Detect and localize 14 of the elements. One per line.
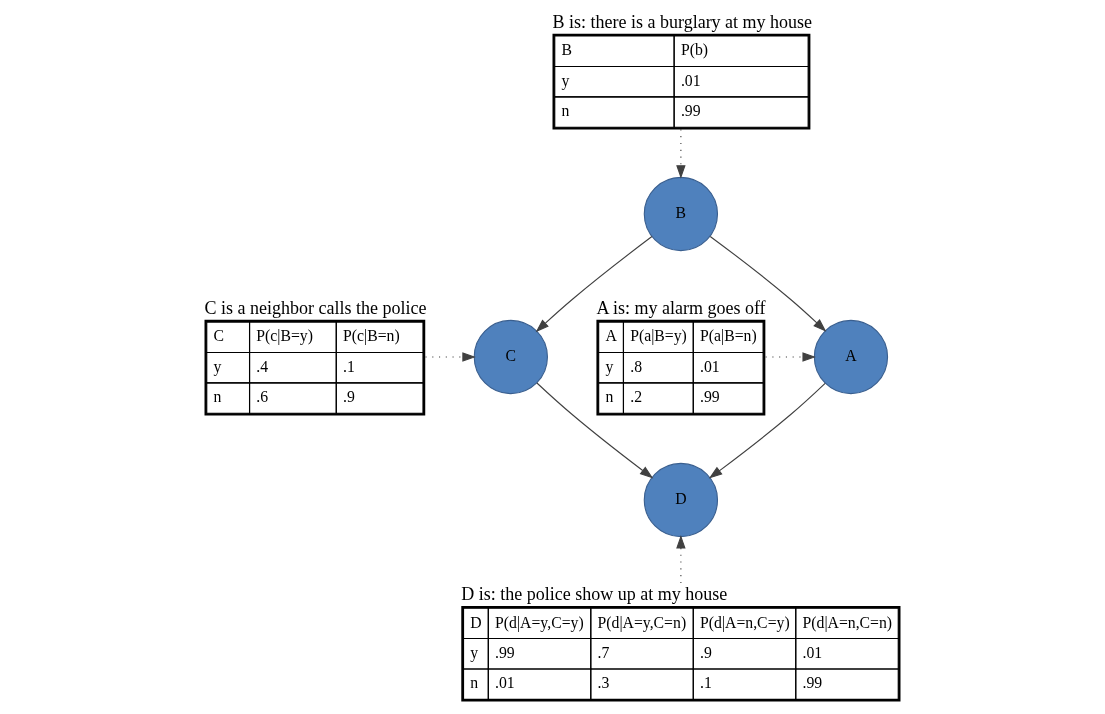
node-circle: D — [643, 462, 719, 538]
arrow — [676, 128, 686, 179]
arrow — [708, 382, 826, 479]
arrow — [709, 235, 827, 332]
node-label: B is: there is a burglary at my house — [552, 11, 813, 32]
arrow — [535, 236, 653, 333]
arrow — [424, 352, 476, 362]
node-label: C is a neighbor calls the police — [204, 297, 427, 318]
arrow — [676, 534, 686, 586]
node-label: A is: my alarm goes off — [596, 297, 766, 318]
arrow — [765, 352, 816, 362]
node-label: D is: the police show up at my house — [461, 584, 728, 605]
node-circle: B — [643, 176, 719, 252]
arrow — [536, 382, 654, 479]
